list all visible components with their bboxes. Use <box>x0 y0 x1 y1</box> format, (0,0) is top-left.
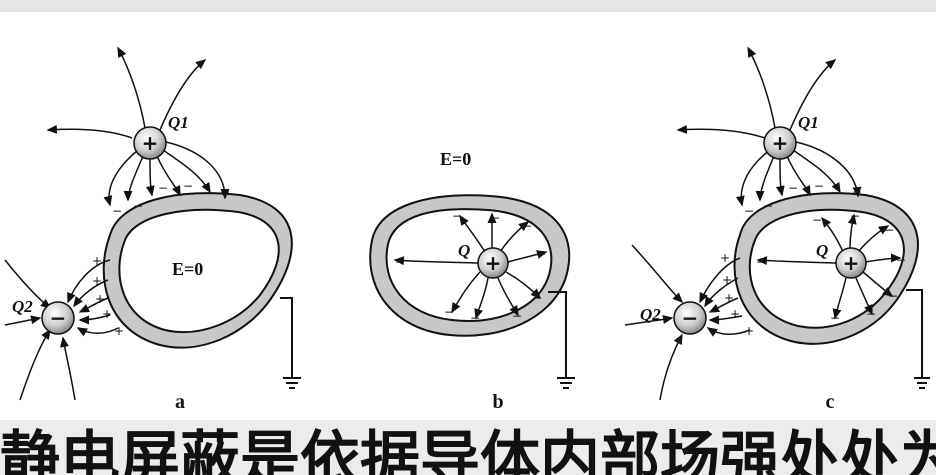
caption-text: 静电屏蔽是依据导体内部场强处处为零判断存在的 <box>0 425 936 475</box>
svg-text:−: − <box>830 311 840 325</box>
svg-text:−: − <box>490 211 500 225</box>
field-lines-q1-a <box>46 46 230 207</box>
svg-text:+: + <box>95 292 105 306</box>
ground-symbol-c <box>914 377 930 389</box>
label-q2-c: Q2 <box>640 305 661 324</box>
charge-q2-c <box>673 301 707 335</box>
induced-charges-c: −−− −− +++ ++ −−− −−− −− <box>720 179 906 338</box>
panel-label-a: a <box>175 391 185 413</box>
ground-symbol-b <box>557 377 575 389</box>
induced-charges-a: −−− −− +++ ++ <box>92 179 230 338</box>
svg-text:−: − <box>444 305 454 319</box>
ground-symbol-a <box>283 377 301 389</box>
svg-text:−: − <box>763 199 773 213</box>
svg-text:−: − <box>812 213 822 227</box>
panel-a: −−− −− +++ ++ + Q1 − Q2 E=0 a <box>4 46 301 413</box>
svg-text:−: − <box>395 255 405 269</box>
label-q1-c: Q1 <box>798 113 819 132</box>
svg-text:−: − <box>814 179 824 193</box>
ground-wire-b <box>548 291 567 378</box>
field-lines-q-c <box>756 213 902 320</box>
ground-wire-a <box>280 297 293 378</box>
charge-q1-a <box>133 126 167 160</box>
charge-q1-c <box>763 126 797 160</box>
svg-text:+: + <box>720 251 730 265</box>
svg-text:+: + <box>102 307 112 321</box>
field-lines-q2-a <box>4 259 119 401</box>
svg-text:−: − <box>470 311 480 325</box>
svg-text:−: − <box>512 309 522 323</box>
field-lines-q1-c <box>676 46 862 207</box>
sign-q2-c: − <box>682 306 699 330</box>
svg-text:−: − <box>788 181 798 195</box>
svg-text:−: − <box>158 181 168 195</box>
svg-text:−: − <box>852 185 862 199</box>
svg-text:−: − <box>183 179 193 193</box>
charge-q-c <box>835 247 867 279</box>
label-q-b: Q <box>458 241 470 260</box>
svg-text:+: + <box>730 307 740 321</box>
sign-q-b: + <box>485 251 502 275</box>
field-label-b: E=0 <box>440 149 471 169</box>
charge-q-b <box>477 247 509 279</box>
sign-q1-a: + <box>142 131 159 155</box>
svg-text:+: + <box>744 324 754 338</box>
svg-text:−: − <box>896 253 906 267</box>
svg-text:−: − <box>112 204 122 218</box>
label-q-c: Q <box>816 241 828 260</box>
svg-text:−: − <box>850 209 860 223</box>
field-lines-q2-c <box>624 244 751 401</box>
panel-label-c: c <box>826 391 835 413</box>
svg-text:−: − <box>133 199 143 213</box>
svg-text:+: + <box>724 291 734 305</box>
svg-text:+: + <box>114 324 124 338</box>
panel-c: −−− −− +++ ++ −−− −−− −− + Q1 − Q2 + Q c <box>624 46 930 413</box>
svg-text:−: − <box>220 185 230 199</box>
svg-text:−: − <box>884 223 894 237</box>
svg-text:+: + <box>92 274 102 288</box>
svg-text:−: − <box>888 289 898 303</box>
figure-svg: −−− −− +++ ++ + Q1 − Q2 E=0 a <box>0 0 936 420</box>
field-lines-q-b <box>393 212 548 320</box>
svg-text:+: + <box>722 273 732 287</box>
sign-q1-c: + <box>772 131 789 155</box>
svg-text:−: − <box>452 209 462 223</box>
svg-text:−: − <box>744 204 754 218</box>
panel-label-b: b <box>492 391 503 413</box>
label-q2-a: Q2 <box>12 297 33 316</box>
label-q1-a: Q1 <box>168 113 189 132</box>
conductor-cavity-a <box>118 208 280 334</box>
svg-text:−: − <box>532 291 542 305</box>
field-label-a: E=0 <box>172 259 203 279</box>
panel-b: −−− −−− −−− + Q E=0 b <box>369 149 575 413</box>
svg-text:−: − <box>522 219 532 233</box>
svg-text:−: − <box>866 307 876 321</box>
conductor-cavity-b <box>385 208 553 322</box>
sign-q2-a: − <box>50 306 67 330</box>
ground-wire-c <box>906 289 923 378</box>
sign-q-c: + <box>843 251 860 275</box>
charge-q2-a <box>41 301 75 335</box>
svg-text:−: − <box>756 255 766 269</box>
svg-text:−: − <box>536 247 546 261</box>
svg-text:+: + <box>92 254 102 268</box>
induced-charges-b: −−− −−− −−− <box>395 209 546 325</box>
